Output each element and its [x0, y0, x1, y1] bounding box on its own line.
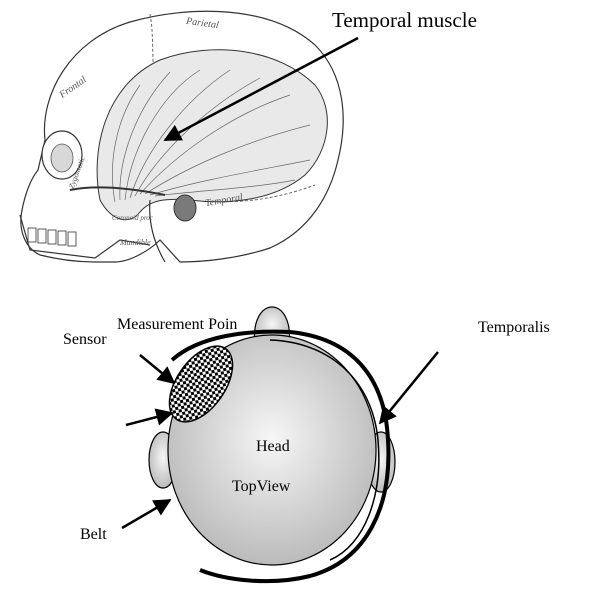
ear-canal [174, 195, 196, 221]
measurement-point-label: Measurement Poin [117, 316, 237, 334]
coronoid-label: Coronoid proc [112, 214, 153, 222]
temporal-muscle-label: Temporal muscle [332, 8, 477, 33]
belt-label: Belt [80, 526, 107, 544]
belt-arrow [122, 500, 170, 528]
sensor-arrow [140, 355, 174, 383]
temporalis-arrow [380, 352, 438, 423]
head-label: Head [256, 438, 290, 456]
measurement-point-arrow [126, 413, 172, 425]
temporalis-label: Temporalis [478, 319, 550, 337]
mandible-label: Mandible [120, 238, 151, 247]
skull-illustration [20, 11, 343, 262]
top-view-label: TopView [232, 478, 290, 496]
sensor-label: Sensor [63, 331, 107, 349]
